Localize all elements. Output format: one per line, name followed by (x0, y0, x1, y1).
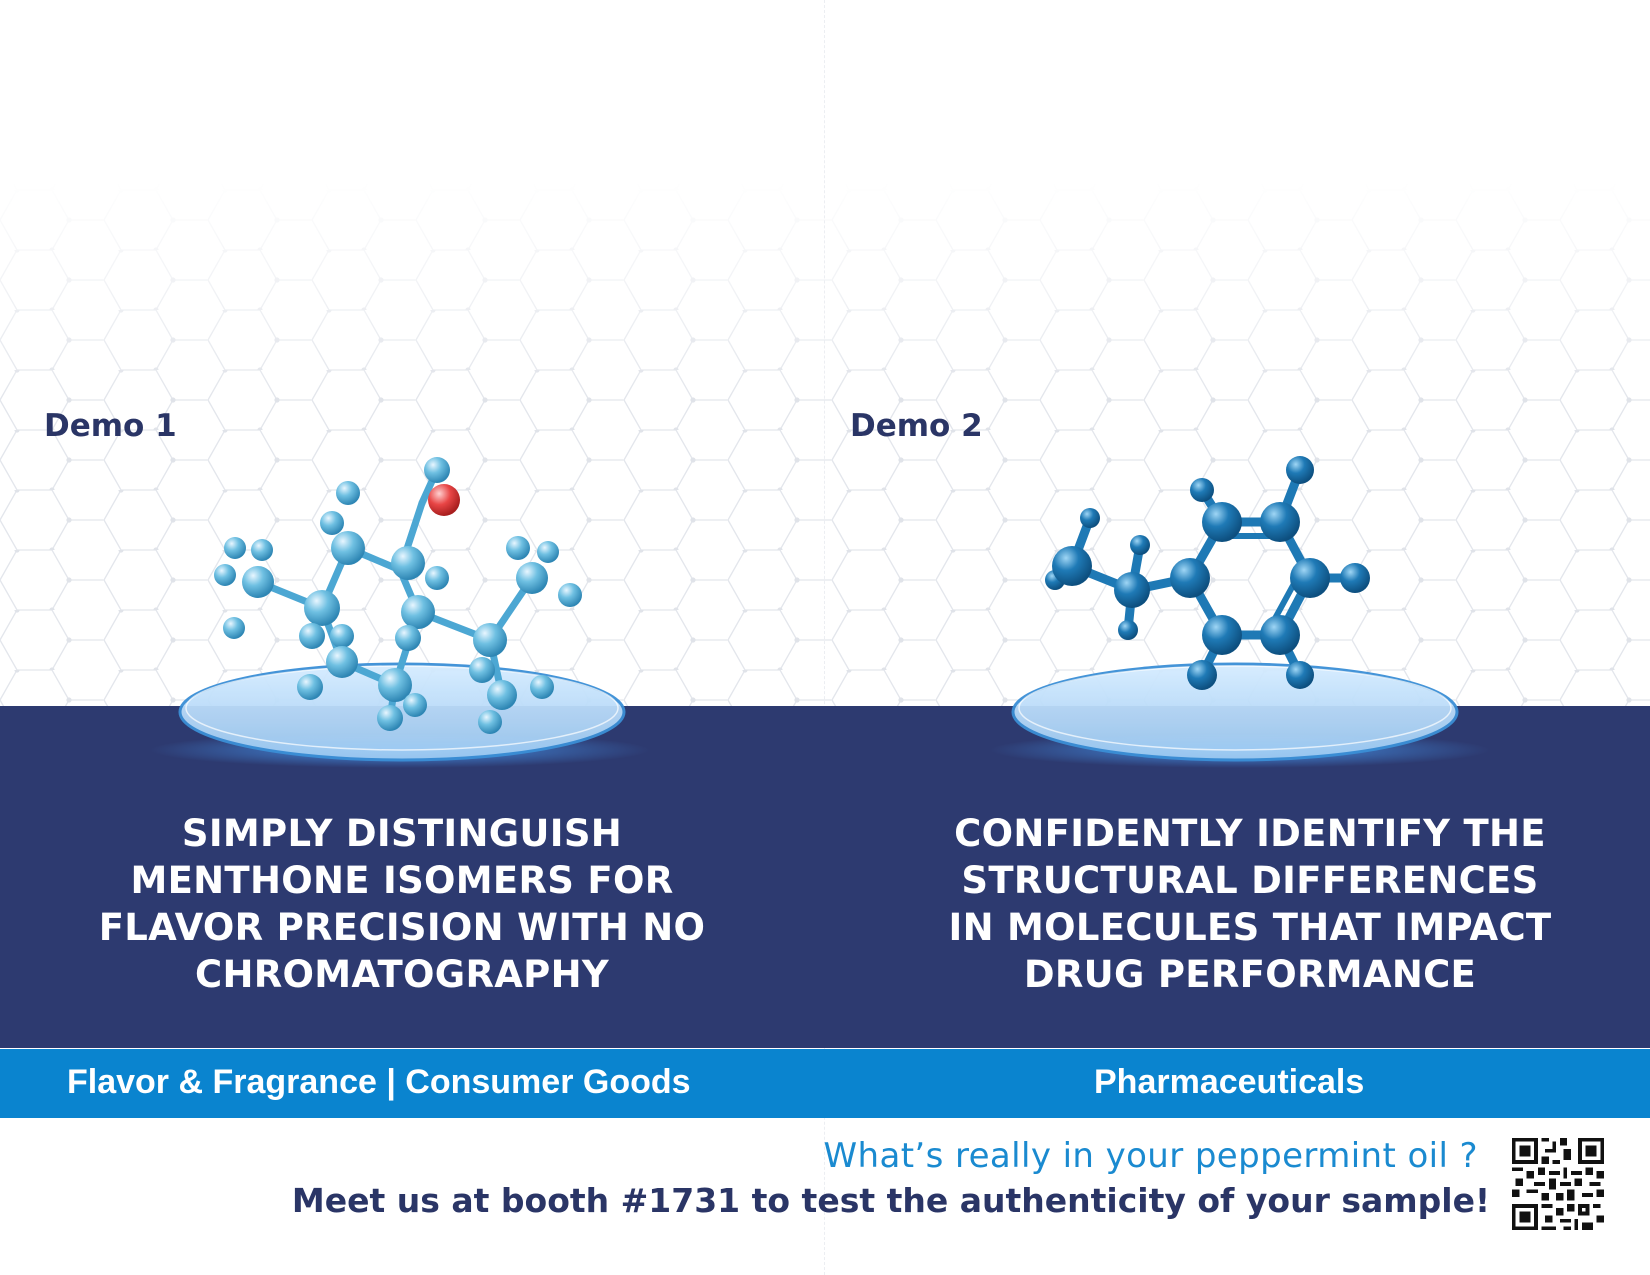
headline-line: IN MOLECULES THAT IMPACT (948, 906, 1552, 949)
headline-line: FLAVOR PRECISION WITH NO (98, 906, 706, 949)
booth-invitation: Meet us at booth #1731 to test the authe… (291, 1181, 1490, 1220)
headline-line: MENTHONE ISOMERS FOR (130, 859, 674, 902)
center-fold-line (824, 0, 825, 1275)
headline-line: CONFIDENTLY IDENTIFY THE (954, 812, 1546, 855)
headline-line: SIMPLY DISTINGUISH (181, 812, 623, 855)
demo-2-industry: Pharmaceuticals (1094, 1063, 1365, 1101)
headline-line: DRUG PERFORMANCE (1023, 953, 1477, 996)
demo-1-label: Demo 1 (44, 408, 177, 444)
demo-2-label: Demo 2 (850, 408, 983, 444)
menthone-molecule-illustration (150, 457, 650, 768)
headline-line: STRUCTURAL DIFFERENCES (961, 859, 1539, 902)
peppermint-question: What’s really in your peppermint oil ? (823, 1136, 1478, 1176)
demo-2-headline: CONFIDENTLY IDENTIFY THE STRUCTURAL DIFF… (900, 810, 1600, 998)
demo-1-headline: SIMPLY DISTINGUISH MENTHONE ISOMERS FOR … (52, 810, 752, 998)
aromatic-molecule-illustration (990, 456, 1490, 768)
industry-strip (0, 1049, 1650, 1118)
demo-1-industry: Flavor & Fragrance | Consumer Goods (67, 1063, 691, 1101)
headline-line: CHROMATOGRAPHY (195, 953, 609, 996)
qr-code-icon[interactable] (1512, 1138, 1604, 1230)
